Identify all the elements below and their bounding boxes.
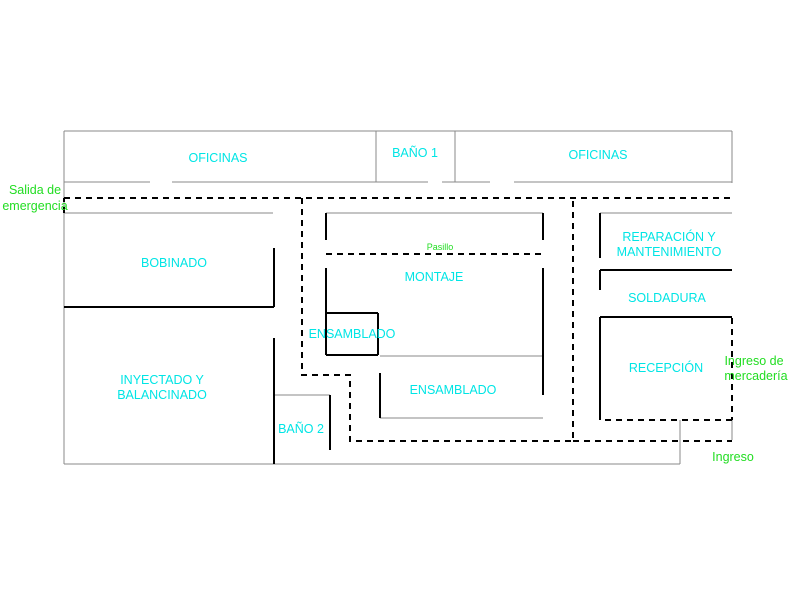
label-reparacion-line1: REPARACIÓN Y <box>622 229 716 244</box>
label-soldadura: SOLDADURA <box>628 291 706 305</box>
label-reparacion-line2: MANTENIMIENTO <box>617 245 722 259</box>
label-inyectado-line1: INYECTADO Y <box>120 373 204 387</box>
label-bano-1: BAÑO 1 <box>392 146 438 160</box>
label-ingreso-mercaderia-line2: mercadería <box>724 369 787 383</box>
room-labels: OFICINAS BAÑO 1 OFICINAS BOBINADO Pasill… <box>117 146 721 436</box>
office-walls <box>64 131 732 183</box>
label-salida-line1: Salida de <box>9 183 61 197</box>
label-montaje: MONTAJE <box>405 270 464 284</box>
heavy-walls <box>64 213 732 464</box>
circulation-paths <box>63 197 733 442</box>
label-ensamblado-left: ENSAMBLADO <box>309 327 396 341</box>
label-oficinas-left: OFICINAS <box>188 151 247 165</box>
label-ingreso: Ingreso <box>712 450 754 464</box>
outer-walls <box>63 130 733 465</box>
label-recepcion: RECEPCIÓN <box>629 360 703 375</box>
label-pasillo: Pasillo <box>427 242 454 252</box>
label-bobinado: BOBINADO <box>141 256 207 270</box>
access-annotations: Salida de emergencia Ingreso de mercader… <box>2 183 787 464</box>
label-ensamblado-bottom: ENSAMBLADO <box>410 383 497 397</box>
label-ingreso-mercaderia-line1: Ingreso de <box>724 354 783 368</box>
label-salida-line2: emergencia <box>2 199 67 213</box>
label-oficinas-right: OFICINAS <box>568 148 627 162</box>
label-bano-2: BAÑO 2 <box>278 422 324 436</box>
label-inyectado-line2: BALANCINADO <box>117 388 207 402</box>
